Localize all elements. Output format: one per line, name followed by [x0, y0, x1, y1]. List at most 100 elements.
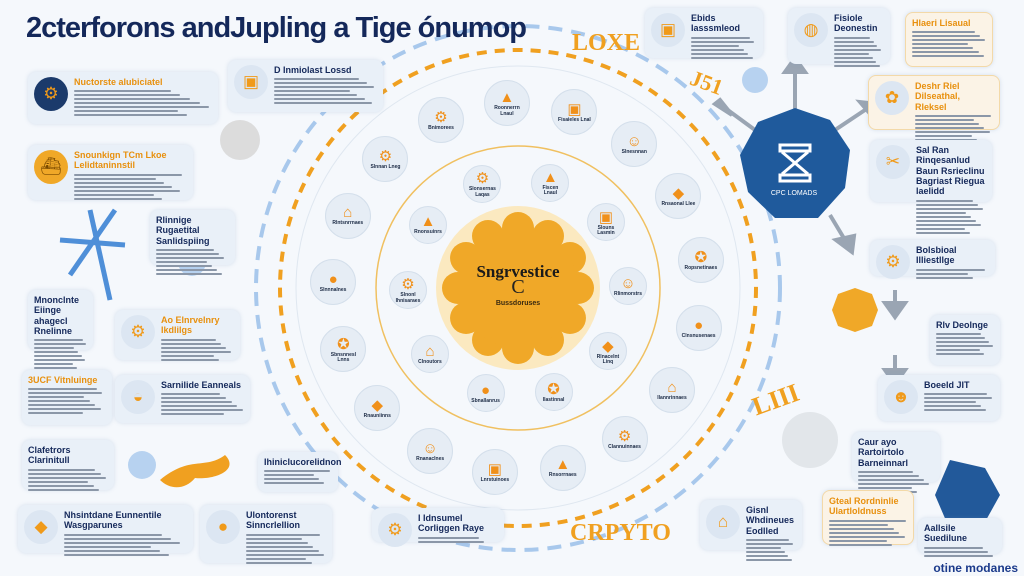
- node-label: Slnnnalnes: [319, 286, 347, 293]
- info-card: ⚙Nuctorste alubiciatel: [28, 72, 218, 124]
- info-card: 3UCF Vitnluinge: [22, 370, 112, 425]
- node-label: Rlinmorstrs: [613, 291, 643, 298]
- person-icon: ☻: [884, 380, 918, 414]
- node-label: Rnauniinns: [363, 413, 391, 420]
- ring-node: ◆Rlnacelnt Linq: [588, 332, 627, 371]
- center-title: Sngrvestice: [476, 262, 560, 281]
- node-icon: ⚙: [401, 276, 415, 294]
- yellow-ring: [375, 145, 661, 431]
- node-label: Clnoutors: [418, 358, 442, 365]
- ring-node: ●Clnsnusenaes: [675, 304, 722, 351]
- center-subtitle: Bussdoruses: [495, 300, 541, 307]
- node-icon: ✪: [694, 249, 708, 267]
- flower-icon: ✿: [875, 81, 909, 115]
- card-title: Hlaeri Lisaual: [912, 18, 971, 28]
- info-card: Clafetrors Clarinitull: [22, 440, 114, 491]
- blue-hub-icon: [59, 208, 126, 301]
- card-text-lines: [74, 90, 212, 117]
- blue-dot: [128, 451, 156, 479]
- decor-loxe: LOXE: [572, 30, 641, 56]
- card-title: Ao Elnrvelnry Ikdlilgs: [161, 315, 220, 336]
- ring-node: ⌂Clnoutors: [410, 334, 449, 373]
- card-title: Boeeld JIT: [924, 380, 970, 390]
- node-icon: ▣: [598, 208, 614, 226]
- node-label: Rnanaclnes: [416, 455, 445, 462]
- node-icon: ◆: [672, 185, 685, 203]
- info-card: ⚙ Ao Elnrvelnry Ikdlilgs: [115, 310, 240, 361]
- ring-node: ✪Ilastinnal: [534, 373, 573, 412]
- node-label: Ilannrinnaes: [657, 395, 687, 402]
- node-icon: ✪: [547, 381, 560, 399]
- node-label: Slouns Lasmin: [597, 224, 615, 236]
- card-text-lines: [264, 470, 332, 485]
- ship-icon: ⛴: [34, 150, 68, 184]
- ring-node: ⚙Bnimorees: [418, 96, 464, 143]
- card-text-lines: [829, 519, 907, 546]
- ring-node: ◆Rnsaonal Llee: [655, 172, 702, 219]
- info-card: ●Ulontorenst Sinncrlellion: [200, 505, 332, 564]
- node-label: Rlnacelnt Linq: [596, 353, 620, 366]
- ring-node: ▲Roonnerrn Lnaul: [483, 80, 530, 127]
- node-label: Clannuinnaes: [608, 444, 641, 451]
- helmet-icon: ◒: [121, 380, 155, 414]
- center-glyph: C: [511, 276, 525, 298]
- node-label: Fiscen Lnaul: [542, 184, 559, 197]
- center-gear: [436, 206, 600, 370]
- card-text-lines: [916, 199, 986, 234]
- grey-circle: [782, 412, 838, 468]
- node-icon: ⚙: [475, 170, 490, 188]
- card-text-lines: [28, 468, 108, 491]
- ring-node: ▲Rnsorrnaes: [539, 444, 586, 491]
- ring-node: ☺Rlinmorstrs: [608, 267, 647, 306]
- card-title: Snounkign TCm Lkoe Lelidtaninnstil: [74, 150, 167, 171]
- card-title: Rlinnige Rugaetital Sanlidspiing: [156, 215, 210, 246]
- ring-node: ⌂Ilannrinnaes: [649, 367, 695, 414]
- info-card: ◒Sarnilide Eanneals: [115, 375, 250, 423]
- card-title: Fisiole Deonestin: [834, 13, 878, 34]
- info-card: ⚙Bolsbioal Illiestllge: [870, 240, 995, 279]
- node-label: Slonsernas Laqas: [468, 186, 496, 198]
- card-text-lines: [161, 393, 244, 416]
- diamond-icon: ◆: [24, 510, 58, 544]
- card-title: Ulontorenst Sinncrlellion: [246, 510, 301, 531]
- blue-dot: [742, 67, 768, 93]
- card-text-lines: [936, 333, 994, 356]
- card-text-lines: [274, 78, 377, 105]
- orange-octagon: [832, 288, 878, 332]
- card-title: Aallsile Suedilune: [924, 523, 968, 544]
- outer-dashed-ring: [254, 24, 782, 552]
- card-title: Ihiniclucorelidnon: [264, 457, 342, 467]
- ring-node: ✪Ropsnetinaes: [677, 236, 724, 283]
- ring-node: ●Slnnnalnes: [310, 258, 357, 305]
- node-icon: ◆: [602, 337, 614, 355]
- info-card: Caur ayo Rartoirtolo Barneinnarl: [852, 432, 940, 494]
- node-label: Clnsnusenaes: [681, 332, 716, 339]
- node-icon: ▲: [555, 456, 571, 474]
- ring-node: ⚙Clannuinnaes: [601, 416, 648, 463]
- info-card: Aallsile Suedilune: [918, 518, 1002, 557]
- node-label: Rnsorrnaes: [548, 472, 577, 479]
- card-title: Gisnl Whdineues Eodlled: [746, 505, 795, 536]
- info-card: Gteal Rordninlie Ulartloldnuss: [822, 490, 914, 546]
- house-icon: ⌂: [706, 505, 740, 539]
- card-text-lines: [28, 388, 106, 415]
- ring-node: ⚙Slonsernas Laqas: [463, 164, 502, 203]
- info-card: ⌂Gisnl Whdineues Eodlled: [700, 500, 802, 562]
- network-icon: [778, 143, 812, 183]
- card-text-lines: [924, 546, 996, 557]
- blue-hexagon: [935, 460, 1000, 530]
- node-icon: ●: [694, 316, 704, 334]
- node-label: Ilastinnal: [542, 397, 565, 404]
- node-label: Rlntsnrrnaes: [332, 220, 364, 227]
- node-icon: ⌂: [667, 379, 677, 397]
- node-icon: ⚙: [378, 148, 393, 166]
- card-text-lines: [691, 36, 757, 59]
- info-card: ⛴ Snounkign TCm Lkoe Lelidtaninnstil: [28, 145, 193, 200]
- gear-icon: ⚙: [121, 315, 155, 349]
- ring-node: ✪Sbnsnnesl Lnns: [320, 326, 367, 373]
- gear-body: [458, 228, 578, 348]
- decor-crypto: CRPYTO: [570, 520, 671, 546]
- orange-wave: [160, 455, 230, 488]
- card-title: Gteal Rordninlie Ulartloldnuss: [829, 496, 899, 517]
- card-text-lines: [34, 339, 87, 374]
